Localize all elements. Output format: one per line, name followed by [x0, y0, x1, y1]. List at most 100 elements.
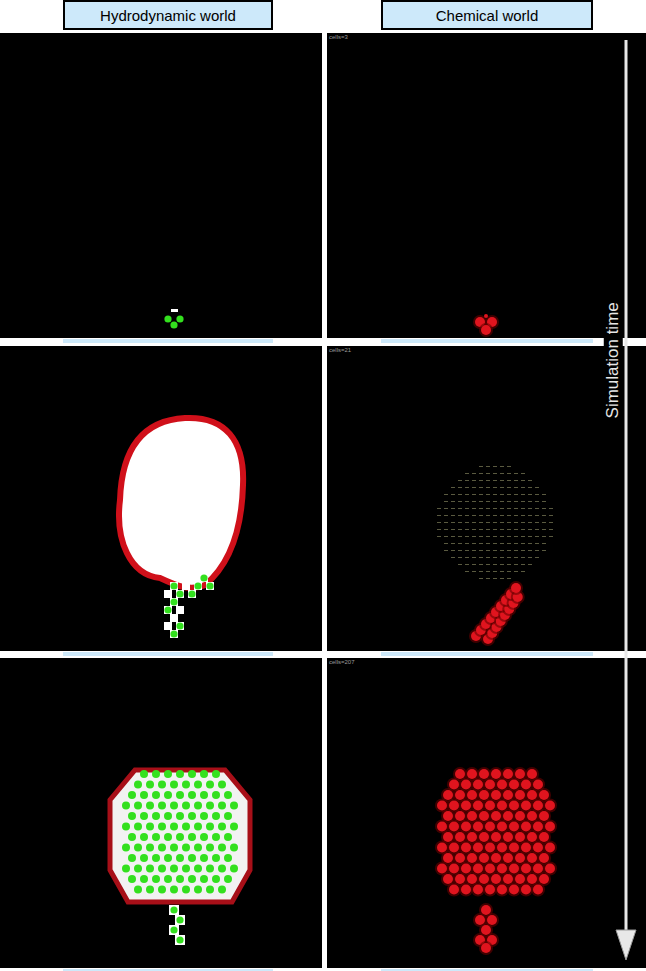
- cell-dot: [134, 802, 142, 810]
- chemical-field: [528, 501, 532, 502]
- chemical-field: [444, 543, 448, 544]
- cell-dot: [449, 864, 459, 874]
- chemical-field: [514, 508, 518, 509]
- cell-glow: [447, 883, 461, 897]
- cell-dot: [473, 801, 483, 811]
- chemical-field: [528, 522, 532, 523]
- header-strip: [381, 339, 593, 343]
- cell-dot: [176, 875, 184, 883]
- cell-dot: [194, 865, 202, 873]
- cell-dot: [134, 781, 142, 789]
- chemical-field: [500, 522, 504, 523]
- chemical-field: [549, 536, 553, 537]
- fluid-cell: [164, 606, 172, 614]
- chemical-field: [465, 480, 469, 481]
- cell-dot: [521, 801, 531, 811]
- chemical-field: [507, 508, 511, 509]
- cell-dot: [497, 885, 507, 895]
- chemical-field: [542, 501, 546, 502]
- chemical-field: [458, 487, 462, 488]
- header-text: Chemical world: [428, 7, 547, 24]
- chemical-field: [542, 515, 546, 516]
- cell-dot: [443, 811, 453, 821]
- cell-dot: [527, 790, 537, 800]
- cell-dot: [521, 843, 531, 853]
- chemical-field: [479, 487, 483, 488]
- chemical-field: [437, 522, 441, 523]
- cell-dot: [188, 590, 195, 597]
- cell-dot: [485, 864, 495, 874]
- cell-dot: [485, 885, 495, 895]
- chemical-field: [528, 494, 532, 495]
- chemical-field: [542, 543, 546, 544]
- chemical-field: [479, 466, 483, 467]
- cell-dot: [218, 823, 226, 831]
- cell-dot: [176, 315, 183, 322]
- cell-dot: [467, 790, 477, 800]
- chemical-field: [472, 571, 476, 572]
- fluid-cell: [200, 574, 208, 582]
- chemical-field: [479, 536, 483, 537]
- cell-dot: [200, 854, 208, 862]
- chemical-field: [521, 564, 525, 565]
- fluid-cell: [164, 622, 172, 630]
- cell-dot: [491, 853, 501, 863]
- cell-dot: [473, 864, 483, 874]
- chemical-field: [479, 550, 483, 551]
- cell-dot: [170, 802, 178, 810]
- cell-dot: [455, 853, 465, 863]
- chemical-field: [521, 536, 525, 537]
- chemical-field: [507, 571, 511, 572]
- chemical-field: [500, 564, 504, 565]
- cell-dot: [170, 886, 178, 894]
- chemical-field: [479, 480, 483, 481]
- cell-dot: [485, 843, 495, 853]
- cell-dot: [224, 812, 232, 820]
- chemical-field: [521, 522, 525, 523]
- chemical-field: [535, 501, 539, 502]
- cell-dot: [134, 865, 142, 873]
- cell-dot: [497, 801, 507, 811]
- chemical-field: [486, 529, 490, 530]
- simulation-panel: [0, 658, 322, 968]
- chemical-field: [451, 515, 455, 516]
- chemical-field: [514, 550, 518, 551]
- cell-dot: [176, 770, 184, 778]
- chemical-field: [451, 543, 455, 544]
- chemical-field: [514, 536, 518, 537]
- cell-dot: [511, 583, 521, 593]
- chemical-field: [500, 550, 504, 551]
- cell-dot: [128, 812, 136, 820]
- chemical-field: [549, 522, 553, 523]
- cell-dot: [503, 874, 513, 884]
- chemical-field: [458, 515, 462, 516]
- cell-dot: [455, 874, 465, 884]
- cell-dot: [527, 769, 537, 779]
- cell-dot: [503, 832, 513, 842]
- cell-dot: [497, 864, 507, 874]
- chemical-field: [465, 494, 469, 495]
- cell-dot: [122, 802, 130, 810]
- chemical-field: [465, 501, 469, 502]
- cell-dot: [461, 801, 471, 811]
- chemical-field: [549, 529, 553, 530]
- chemical-field: [500, 536, 504, 537]
- cell-dot: [455, 811, 465, 821]
- cell-dot: [158, 886, 166, 894]
- chemical-field: [451, 550, 455, 551]
- cell-dot: [497, 780, 507, 790]
- cell-dot: [176, 590, 183, 597]
- chemical-field: [444, 501, 448, 502]
- cell-dot: [146, 802, 154, 810]
- chemical-field: [500, 543, 504, 544]
- chemical-field: [493, 473, 497, 474]
- cell-glow: [479, 941, 493, 955]
- chemical-field: [514, 529, 518, 530]
- cell-dot: [509, 843, 519, 853]
- chemical-field: [479, 473, 483, 474]
- chemical-field: [465, 571, 469, 572]
- cell-dot: [533, 801, 543, 811]
- cell-dot: [455, 832, 465, 842]
- cell-dot: [200, 770, 208, 778]
- cell-count: cells=21: [329, 347, 351, 354]
